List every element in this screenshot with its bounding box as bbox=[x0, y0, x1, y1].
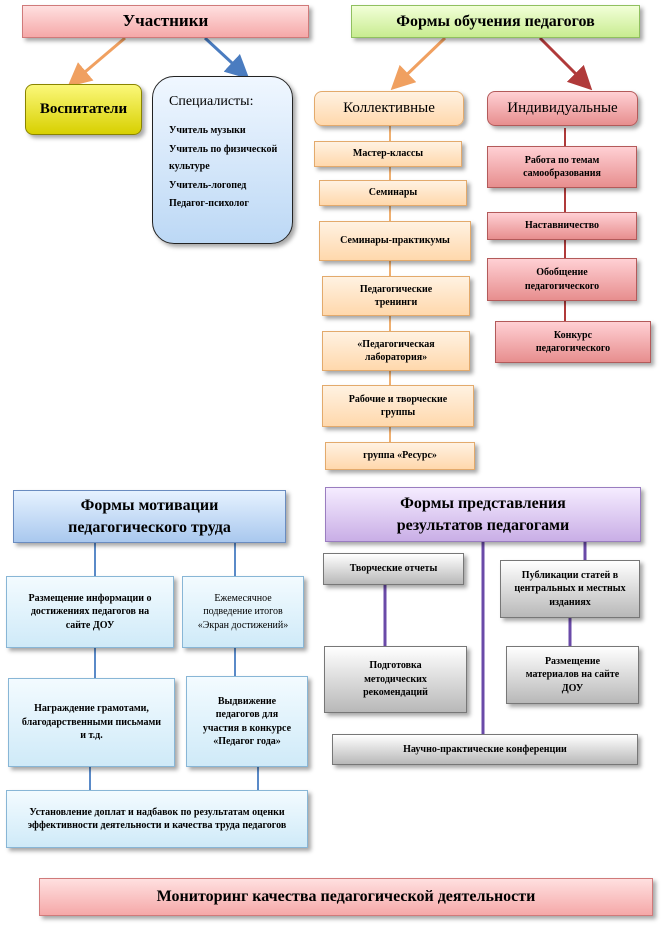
presentation-item-reports: Творческие отчеты bbox=[323, 553, 464, 585]
specialist-item: Учитель-логопед bbox=[169, 180, 247, 192]
arrow-to-collective bbox=[390, 36, 447, 91]
collective-header: Коллективные bbox=[314, 91, 464, 126]
specialist-item: Учитель музыки bbox=[169, 124, 246, 136]
collective-item-master-classes: Мастер-классы bbox=[314, 141, 462, 167]
motivation-item-website: Размещение информации о достижениях педа… bbox=[6, 576, 174, 648]
specialist-item: Педагог-психолог bbox=[169, 197, 249, 209]
individual-item-generalization: Обобщение педагогического bbox=[487, 258, 637, 301]
presentation-item-website: Размещение материалов на сайте ДОУ bbox=[506, 646, 639, 704]
motivation-item-bonuses: Установление доплат и надбавок по резуль… bbox=[6, 790, 308, 848]
collective-item-resource: группа «Ресурс» bbox=[325, 442, 475, 470]
specialist-item: Учитель по физической культуре bbox=[169, 144, 278, 173]
educators-box: Воспитатели bbox=[25, 84, 142, 135]
individual-item-contest: Конкурс педагогического bbox=[495, 321, 651, 363]
motivation-header: Формы мотивации педагогического труда bbox=[13, 490, 286, 543]
forms-header: Формы обучения педагогов bbox=[351, 5, 640, 38]
arrow-to-specialists bbox=[203, 36, 250, 80]
motivation-item-screen: Ежемесячное подведение итогов «Экран дос… bbox=[182, 576, 304, 648]
collective-item-laboratory: «Педагогическая лаборатория» bbox=[322, 331, 470, 371]
presentation-item-conferences: Научно-практические конференции bbox=[332, 734, 638, 765]
motivation-item-teacher-of-year: Выдвижение педагогов для участия в конку… bbox=[186, 676, 308, 767]
presentation-item-recommendations: Подготовка методических рекомендаций bbox=[324, 646, 467, 713]
collective-item-trainings: Педагогические тренинги bbox=[322, 276, 470, 316]
presentation-item-publications: Публикации статей в центральных и местны… bbox=[500, 560, 640, 618]
specialists-title: Специалисты: bbox=[169, 94, 254, 109]
collective-item-seminars: Семинары bbox=[319, 180, 467, 206]
collective-item-groups: Рабочие и творческие группы bbox=[322, 385, 474, 427]
presentation-header: Формы представления результатов педагога… bbox=[325, 487, 641, 542]
arrow-to-educators bbox=[67, 36, 126, 87]
collective-item-workshops: Семинары-практикумы bbox=[319, 221, 471, 261]
participants-header: Участники bbox=[22, 5, 309, 38]
arrow-to-individual bbox=[538, 36, 593, 91]
specialists-box: Специалисты: Учитель музыки Учитель по ф… bbox=[152, 76, 293, 244]
motivation-item-awards: Награждение грамотами, благодарственными… bbox=[8, 678, 175, 767]
individual-item-mentoring: Наставничество bbox=[487, 212, 637, 240]
individual-header: Индивидуальные bbox=[487, 91, 638, 126]
monitoring-banner: Мониторинг качества педагогической деяте… bbox=[39, 878, 653, 916]
individual-item-self-education: Работа по темам самообразования bbox=[487, 146, 637, 188]
